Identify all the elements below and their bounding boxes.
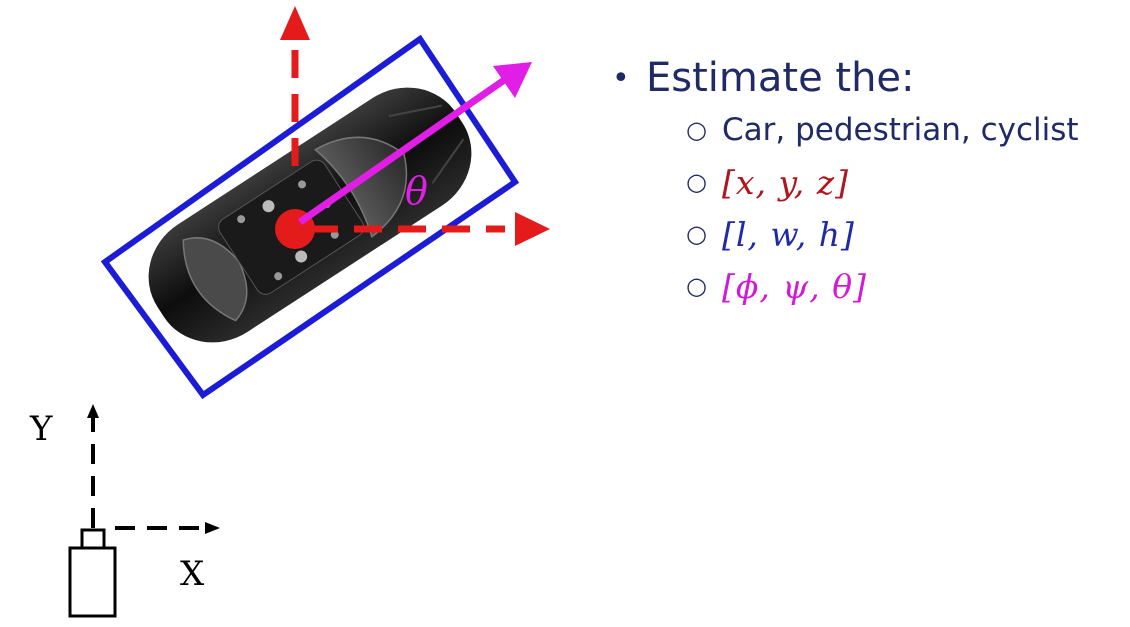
sensor-body — [68, 546, 117, 618]
sub-bullet-classes: ○ Car, pedestrian, cyclist — [686, 104, 1079, 156]
sensor-head — [80, 528, 106, 550]
hollow-bullet-icon: ○ — [686, 272, 707, 300]
sub-bullet-dimensions: ○ [l, w, h] — [686, 208, 1079, 260]
sensor-y-arrowhead — [87, 404, 99, 418]
axis-y-label: Y — [29, 409, 53, 449]
sensor-x-arrowhead — [205, 522, 220, 534]
hollow-bullet-icon: ○ — [686, 116, 707, 144]
bullet-heading: Estimate the: — [646, 55, 915, 101]
heading-arrow — [298, 62, 532, 225]
sensor-frame — [68, 404, 220, 618]
sub-bullet-text: [l, w, h] — [722, 214, 855, 254]
estimate-bullet-list: • Estimate the: ○ Car, pedestrian, cycli… — [612, 52, 1079, 312]
position-y-axis — [280, 6, 310, 175]
sub-bullet-orientation: ○ [ϕ, ψ, θ] — [686, 260, 1079, 312]
bullet-heading-row: • Estimate the: — [612, 52, 1079, 104]
hollow-bullet-icon: ○ — [686, 168, 707, 196]
sub-bullet-text: [ϕ, ψ, θ] — [722, 266, 867, 306]
bullet-dot-icon: • — [612, 60, 630, 96]
hollow-bullet-icon: ○ — [686, 220, 707, 248]
position-x-axis — [310, 212, 550, 246]
sub-bullet-position: ○ [x, y, z] — [686, 156, 1079, 208]
bounding-box — [100, 34, 520, 400]
axis-x-label: X — [180, 554, 205, 594]
sub-bullet-text: [x, y, z] — [722, 162, 849, 202]
heading-angle-label: θ — [405, 169, 428, 213]
sub-bullet-text: Car, pedestrian, cyclist — [722, 112, 1079, 148]
